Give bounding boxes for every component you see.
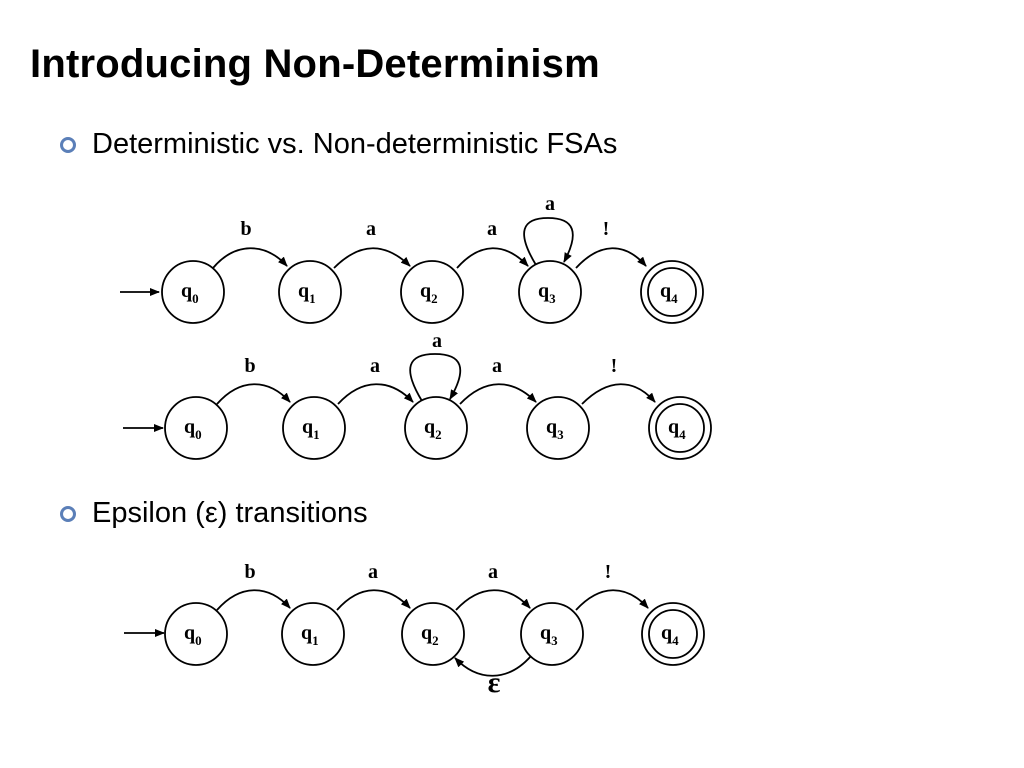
fsa-deterministic: b a a a ! q0 q1 q2 q3 [120,193,704,324]
transition-label: ! [605,561,612,583]
state-label: q4 [661,622,679,648]
transition-q2-q3 [455,589,531,611]
state-q4-accepting: q4 [640,260,704,324]
state-q2: q2 [401,602,465,666]
transition-q3-q2-epsilon [454,655,532,677]
state-q4-accepting: q4 [648,396,712,460]
fsa-non-deterministic: b a a a ! q0 q1 q2 q3 [123,330,712,460]
state-label: q2 [421,622,439,648]
state-q3: q3 [518,260,582,324]
transition-label: b [244,561,255,583]
transition-q0-q1 [216,383,291,405]
transition-label: b [240,218,251,240]
transition-q1-q2 [336,589,411,611]
transition-q2-self-loop [409,353,462,402]
transition-label: a [368,561,378,583]
transition-q2-q3 [456,247,529,269]
state-label: q1 [302,416,320,442]
state-q3: q3 [520,602,584,666]
state-label: q2 [420,280,438,306]
transition-label: a [545,193,555,215]
transition-q3-self-loop [523,217,574,266]
state-label: q3 [546,416,564,442]
state-q0: q0 [164,396,228,460]
transition-q1-q2 [333,247,411,269]
bullet-text: Epsilon (ε) transitions [92,497,368,529]
bullet-marker-icon [60,136,76,153]
state-label: q0 [184,416,202,442]
transition-label: a [366,218,376,240]
transition-q0-q1 [216,589,291,611]
state-q3: q3 [526,396,590,460]
transition-label: ! [603,218,610,240]
state-label: q0 [181,280,199,306]
epsilon-label: ε [488,666,501,699]
bullet-text: Deterministic vs. Non-deterministic FSAs [92,128,618,160]
state-q2: q2 [404,396,468,460]
transition-q3-q4 [575,247,647,269]
fsa-epsilon: b a a ε ! q0 q1 q2 q3 [124,561,705,699]
transition-label: a [432,330,442,352]
transition-q3-q4 [575,589,649,611]
state-label: q2 [424,416,442,442]
state-label: q3 [540,622,558,648]
state-q1: q1 [278,260,342,324]
state-q0: q0 [161,260,225,324]
transition-q0-q1 [212,247,288,269]
transition-q2-q3 [459,383,537,405]
transition-label: a [487,218,497,240]
bullet-marker-icon [60,505,76,522]
transition-label: ! [611,355,618,377]
slide-title: Introducing Non-Determinism [30,42,600,86]
state-q1: q1 [282,396,346,460]
state-label: q4 [660,280,678,306]
transition-q1-q2 [337,383,414,405]
state-label: q3 [538,280,556,306]
transition-q3-q4 [581,383,656,405]
state-q0: q0 [164,602,228,666]
state-label: q0 [184,622,202,648]
transition-label: b [244,355,255,377]
state-q4-accepting: q4 [641,602,705,666]
bullet-deterministic: Deterministic vs. Non-deterministic FSAs [60,128,617,161]
state-label: q4 [668,416,686,442]
state-q1: q1 [281,602,345,666]
state-q2: q2 [400,260,464,324]
transition-label: a [370,355,380,377]
transition-label: a [492,355,502,377]
state-label: q1 [301,622,319,648]
bullet-epsilon: Epsilon (ε) transitions [60,497,368,530]
transition-label: a [488,561,498,583]
state-label: q1 [298,280,316,306]
